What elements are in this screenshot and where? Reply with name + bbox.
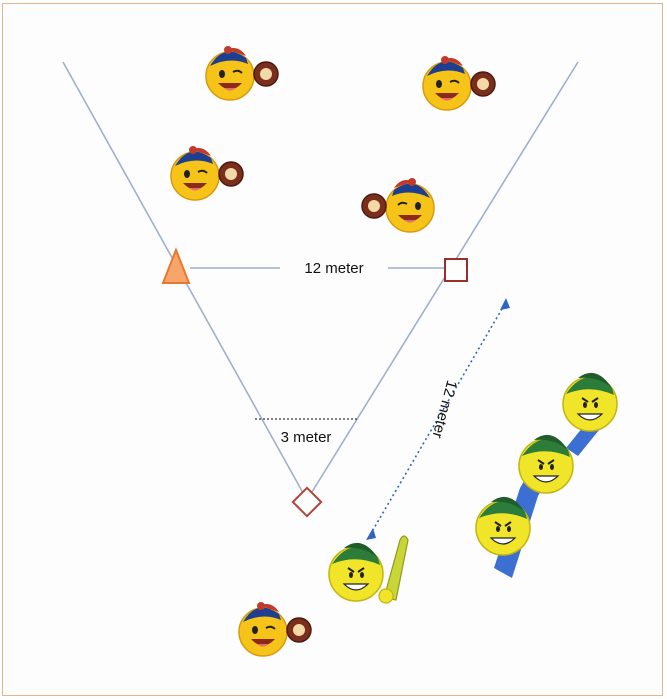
pitch-distance-label: 12 meter	[428, 378, 460, 440]
base-distance-label: 12 meter	[304, 260, 363, 277]
catcher	[238, 601, 312, 657]
second-base-square	[444, 258, 468, 282]
fielder-2	[422, 55, 496, 111]
arrow-head-bottom	[366, 528, 376, 540]
waiting-player-2	[518, 433, 574, 494]
foul-zone-label: 3 meter	[281, 429, 332, 446]
arrow-head-top	[500, 298, 510, 310]
fielder-4	[361, 177, 435, 233]
right-foul-line	[306, 61, 579, 501]
home-plate-diamond	[291, 486, 323, 518]
fielder-3	[170, 145, 244, 201]
waiting-player-1	[562, 371, 618, 432]
first-base-triangle	[161, 247, 191, 284]
fielder-1	[205, 45, 279, 101]
batter	[328, 535, 409, 604]
bat-icon	[383, 535, 409, 601]
